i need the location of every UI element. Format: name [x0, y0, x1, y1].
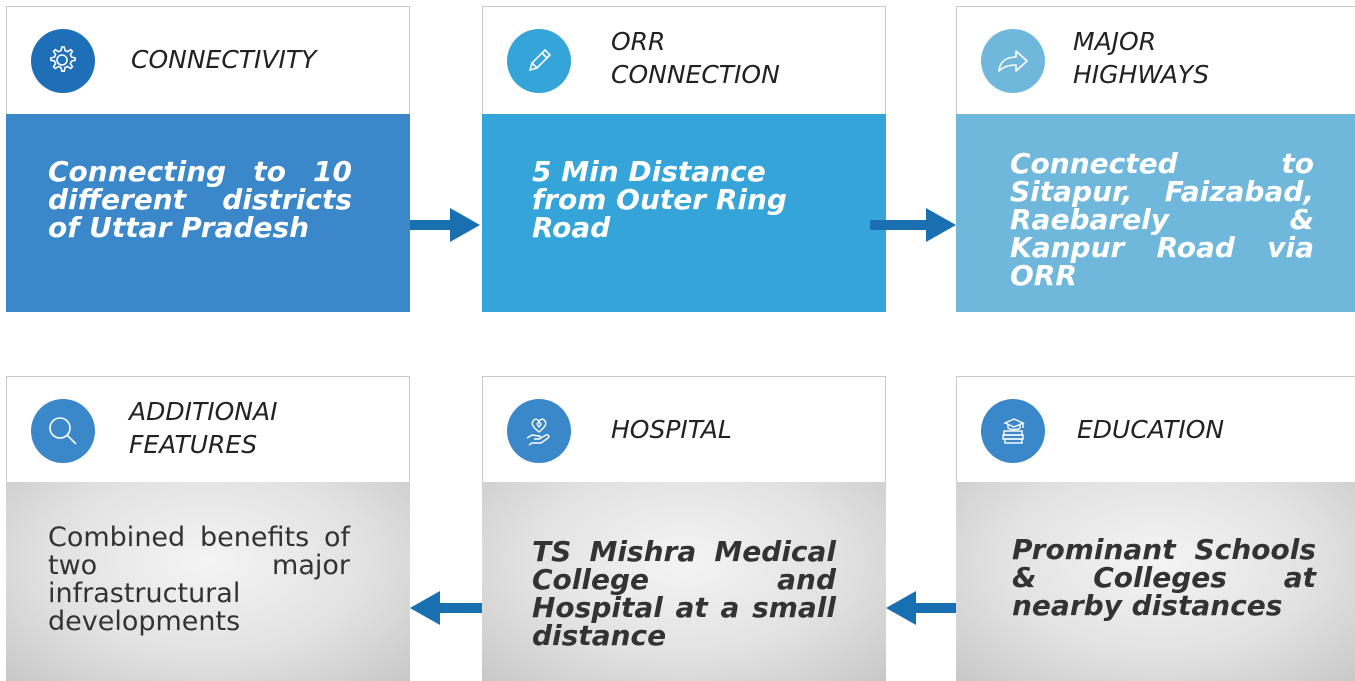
arrow-right-icon	[410, 208, 480, 242]
card-header: MAJOR HIGHWAYS	[956, 6, 1355, 115]
card-body: Connecting to 10 different districts of …	[6, 114, 410, 312]
card-title: ORR CONNECTION	[611, 27, 780, 89]
card-title: HOSPITAL	[611, 415, 732, 444]
arrow-left-icon	[886, 591, 956, 625]
card-header: ORR CONNECTION	[482, 6, 886, 115]
arrow-left-icon	[410, 591, 496, 625]
search-icon	[31, 399, 95, 463]
card-body-text: 5 Min Distance from Outer Ring Road	[532, 155, 787, 244]
card-body: TS Mishra Medical College and Hospital a…	[482, 482, 886, 681]
card-body-text: Connected to Sitapur, Faizabad, Raebarel…	[1010, 147, 1314, 292]
card-body-text: Combined benefits of two major infrastru…	[48, 522, 350, 637]
share-arrow-icon	[981, 29, 1045, 93]
arrow-right-icon	[870, 208, 956, 242]
card-body: Prominant Schools & Colleges at nearby d…	[956, 482, 1355, 681]
card-header: EDUCATION	[956, 376, 1355, 483]
card-title: ADDITIONAI FEATURES	[129, 397, 278, 459]
card-title: CONNECTIVITY	[131, 45, 317, 74]
books-graduation-icon	[981, 399, 1045, 463]
card-body: Connected to Sitapur, Faizabad, Raebarel…	[956, 114, 1355, 312]
card-body: Combined benefits of two major infrastru…	[6, 482, 410, 681]
card-body-text: Prominant Schools & Colleges at nearby d…	[1012, 533, 1316, 622]
card-header: ADDITIONAI FEATURES	[6, 376, 410, 483]
gear-icon	[31, 29, 95, 93]
card-title: MAJOR HIGHWAYS	[1073, 27, 1210, 89]
card-body: 5 Min Distance from Outer Ring Road	[482, 114, 886, 312]
heart-hand-icon	[507, 399, 571, 463]
pencil-icon	[507, 29, 571, 93]
card-body-text: TS Mishra Medical College and Hospital a…	[532, 535, 836, 652]
card-title: EDUCATION	[1077, 415, 1225, 444]
card-body-text: Connecting to 10 different districts of …	[48, 155, 352, 244]
card-header: HOSPITAL	[482, 376, 886, 483]
card-header: CONNECTIVITY	[6, 6, 410, 115]
